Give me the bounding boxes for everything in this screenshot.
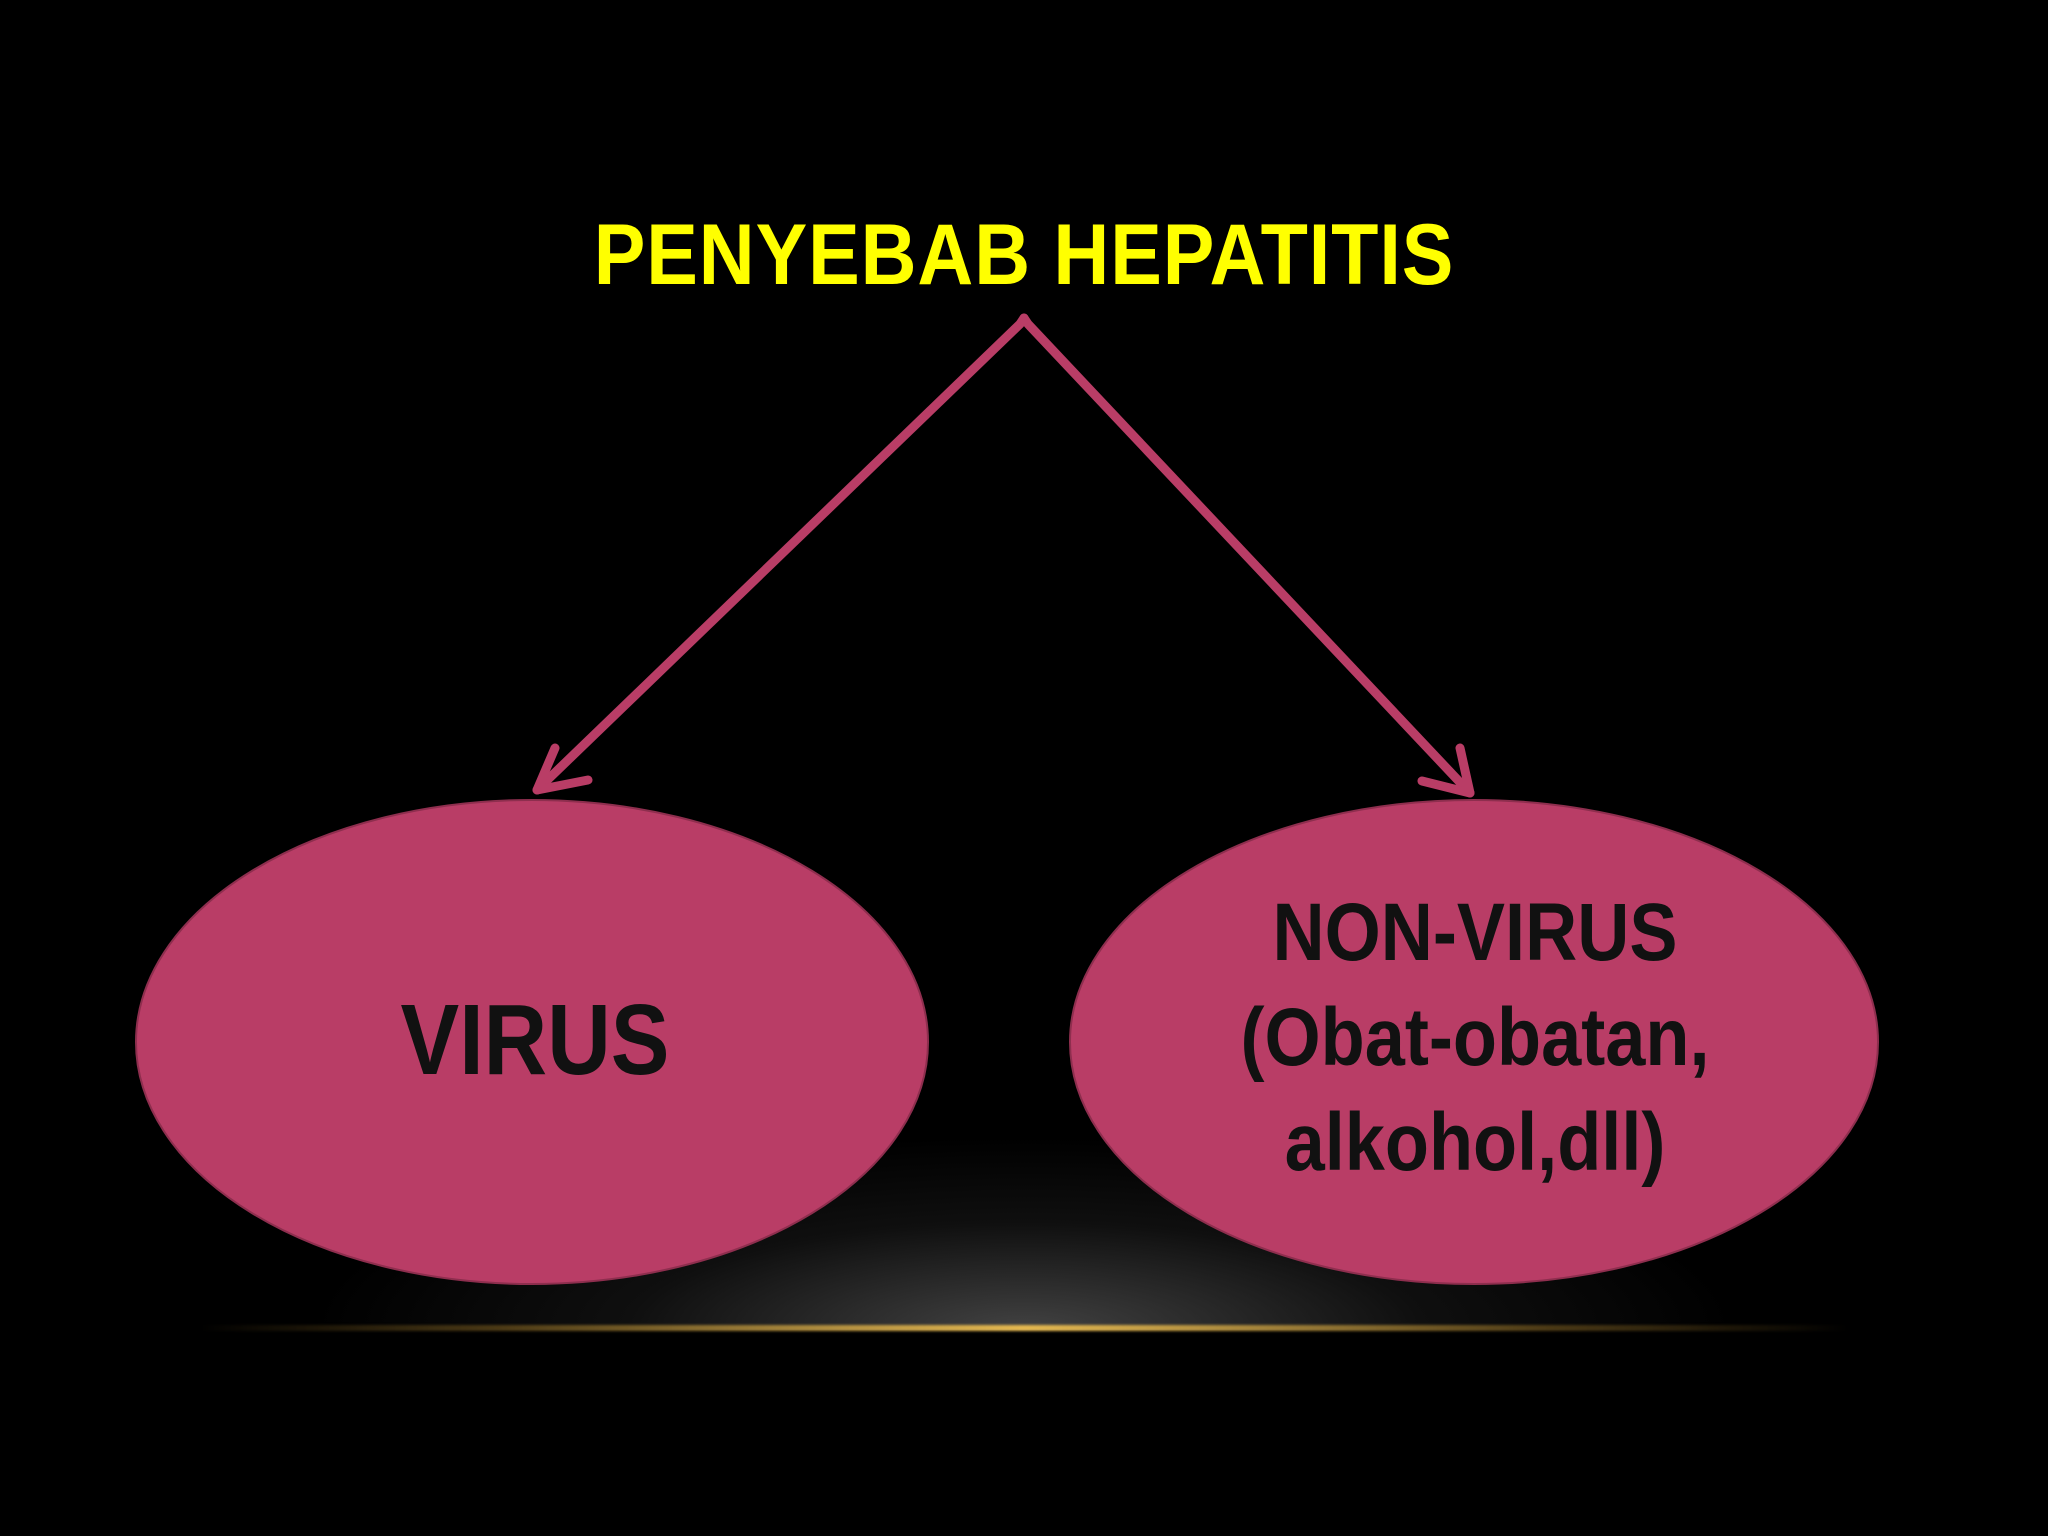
non-virus-label: NON-VIRUS (Obat-obatan, alkohol,dll) — [1123, 880, 1827, 1195]
arrowhead-virus — [532, 743, 593, 795]
non-virus-ellipse — [1069, 799, 1879, 1285]
horizon-line — [200, 1325, 1848, 1331]
virus-ellipse — [135, 799, 929, 1285]
non-virus-line-2: (Obat-obatan, — [1240, 992, 1710, 1083]
arrow-to-non-virus — [1019, 313, 1475, 798]
non-virus-line-3: alkohol,dll) — [1284, 1097, 1666, 1188]
slide-title: PENYEBAB HEPATITIS — [593, 207, 1455, 303]
virus-label: VIRUS — [400, 984, 670, 1096]
arrow-to-virus — [532, 313, 1029, 795]
arrowhead-non-virus — [1417, 743, 1475, 798]
non-virus-line-1: NON-VIRUS — [1272, 887, 1678, 978]
